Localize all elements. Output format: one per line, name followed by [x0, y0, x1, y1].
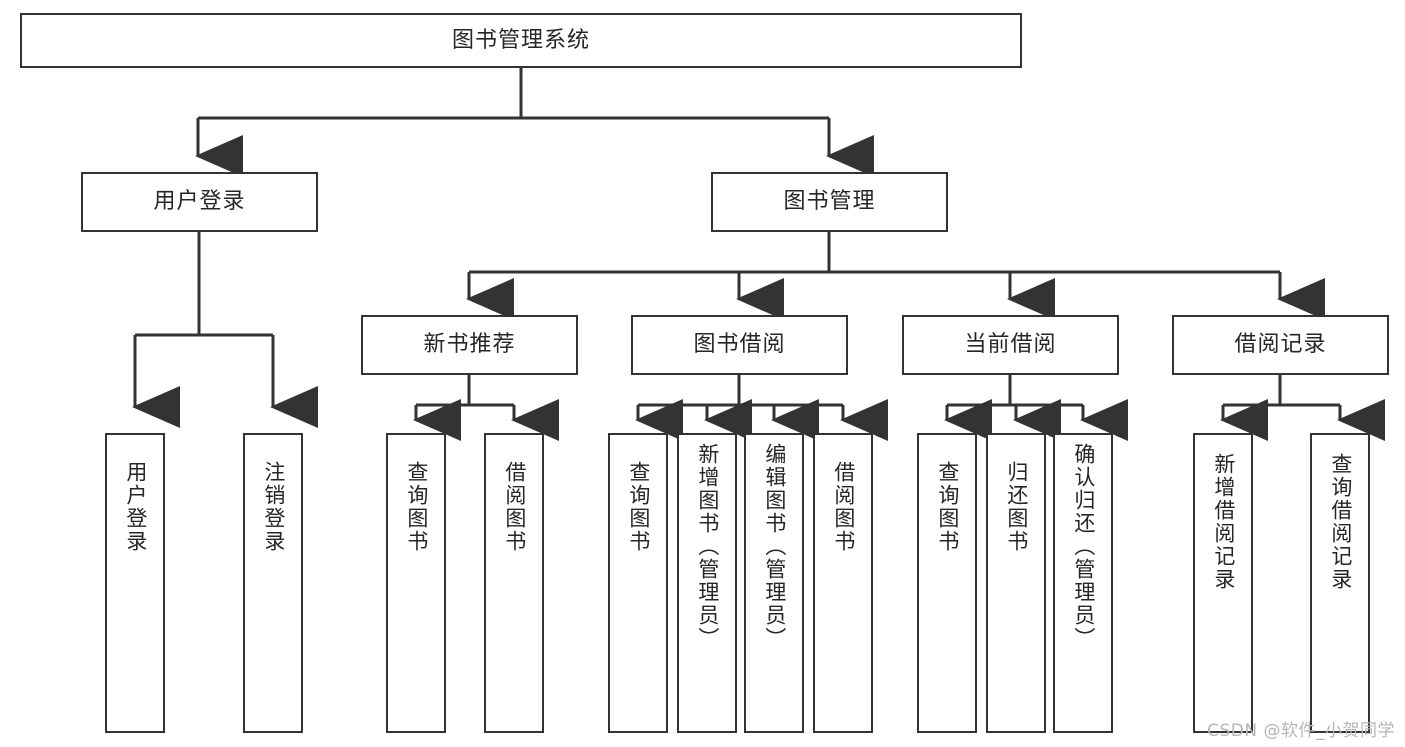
leaf-query-book-1[interactable]: 查询图书 [386, 433, 446, 733]
user-login-connectors [132, 232, 318, 428]
leaf-logout-login[interactable]: 注销登录 [243, 433, 303, 733]
node-book-management[interactable]: 图书管理 [711, 172, 948, 232]
leaf-query-book-2-label: 查询图书 [626, 461, 651, 553]
leaf-borrow-book-2[interactable]: 借阅图书 [813, 433, 873, 733]
leaf-add-borrow-record-label: 新增借阅记录 [1211, 453, 1236, 591]
node-new-book-recommend-label: 新书推荐 [423, 332, 516, 358]
leaf-edit-book-admin[interactable]: 编辑图书（管理员） [744, 433, 804, 733]
node-current-borrow-label: 当前借阅 [964, 332, 1057, 358]
node-user-login-label: 用户登录 [153, 189, 246, 215]
node-new-book-recommend[interactable]: 新书推荐 [361, 315, 578, 375]
node-root[interactable]: 图书管理系统 [20, 13, 1022, 68]
leaf-return-book-label: 归还图书 [1004, 461, 1029, 553]
node-user-login[interactable]: 用户登录 [81, 172, 318, 232]
leaf-user-login-label: 用户登录 [123, 461, 148, 553]
leaf-query-book-2[interactable]: 查询图书 [608, 433, 668, 733]
book-management-connectors [466, 232, 1325, 320]
node-current-borrow[interactable]: 当前借阅 [902, 315, 1119, 375]
node-book-borrow[interactable]: 图书借阅 [631, 315, 848, 375]
node-borrow-record-label: 借阅记录 [1234, 332, 1327, 358]
leaf-add-book-admin-label: 新增图书（管理员） [695, 443, 720, 650]
leaf-user-login[interactable]: 用户登录 [105, 433, 165, 733]
borrow-record-connectors [1220, 375, 1385, 441]
node-root-label: 图书管理系统 [451, 27, 590, 53]
leaf-query-book-1-label: 查询图书 [404, 461, 429, 553]
leaf-query-borrow-record-label: 查询借阅记录 [1328, 453, 1353, 591]
leaf-add-borrow-record[interactable]: 新增借阅记录 [1193, 433, 1253, 733]
leaf-query-borrow-record[interactable]: 查询借阅记录 [1310, 433, 1370, 733]
leaf-confirm-return-admin[interactable]: 确认归还（管理员） [1053, 433, 1113, 733]
root-connectors [195, 67, 874, 177]
watermark: CSDN @软件_小贺同学 [1207, 721, 1395, 741]
current-borrow-connectors [944, 375, 1128, 441]
new-book-recommend-connectors [413, 375, 559, 441]
leaf-borrow-book-1-label: 借阅图书 [502, 461, 527, 553]
leaf-borrow-book-2-label: 借阅图书 [831, 461, 856, 553]
leaf-query-book-3-label: 查询图书 [935, 461, 960, 553]
leaf-add-book-admin[interactable]: 新增图书（管理员） [677, 433, 737, 733]
leaf-edit-book-admin-label: 编辑图书（管理员） [762, 443, 787, 650]
node-book-borrow-label: 图书借阅 [693, 332, 786, 358]
node-book-management-label: 图书管理 [783, 189, 876, 215]
node-borrow-record[interactable]: 借阅记录 [1172, 315, 1389, 375]
leaf-borrow-book-1[interactable]: 借阅图书 [484, 433, 544, 733]
leaf-query-book-3[interactable]: 查询图书 [917, 433, 977, 733]
leaf-return-book[interactable]: 归还图书 [986, 433, 1046, 733]
book-borrow-connectors [635, 375, 888, 441]
leaf-confirm-return-admin-label: 确认归还（管理员） [1071, 443, 1096, 650]
leaf-logout-login-label: 注销登录 [261, 461, 286, 553]
